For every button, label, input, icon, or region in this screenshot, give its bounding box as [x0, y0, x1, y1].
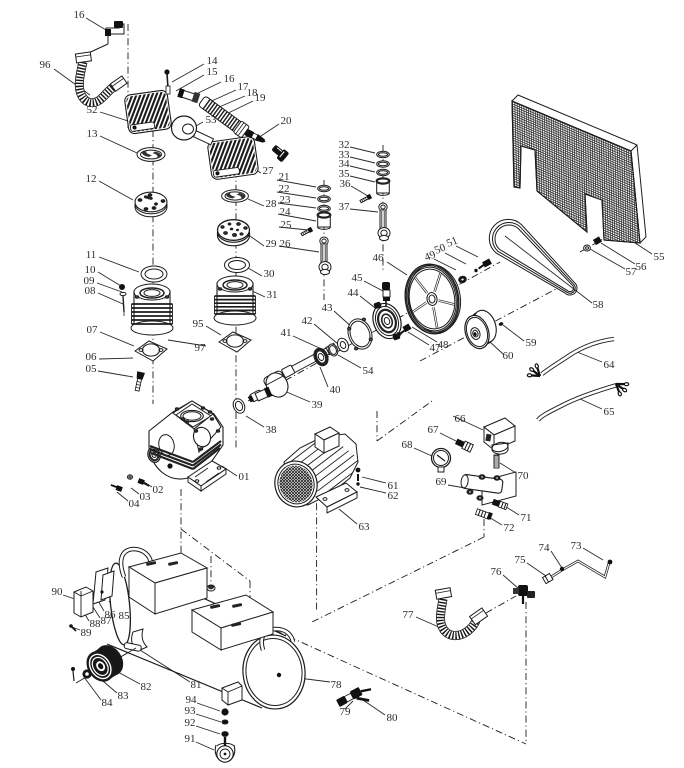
- svg-text:86: 86: [105, 609, 117, 621]
- svg-text:29: 29: [266, 238, 278, 250]
- svg-text:73: 73: [571, 540, 583, 552]
- svg-text:70: 70: [518, 470, 530, 482]
- svg-text:26: 26: [280, 238, 292, 250]
- svg-text:25: 25: [281, 219, 293, 231]
- svg-text:90: 90: [52, 586, 64, 598]
- svg-text:38: 38: [266, 424, 278, 436]
- svg-text:81: 81: [191, 679, 202, 691]
- svg-text:96: 96: [40, 59, 52, 71]
- svg-text:78: 78: [331, 679, 343, 691]
- svg-text:93: 93: [185, 705, 197, 717]
- svg-text:87: 87: [101, 615, 113, 627]
- svg-text:46: 46: [373, 252, 385, 264]
- svg-text:61: 61: [388, 480, 399, 492]
- svg-text:80: 80: [387, 712, 399, 724]
- svg-text:47: 47: [430, 342, 442, 354]
- svg-text:62: 62: [388, 490, 399, 502]
- svg-text:83: 83: [118, 690, 130, 702]
- svg-text:35: 35: [339, 168, 351, 180]
- svg-text:05: 05: [86, 363, 98, 375]
- svg-text:51: 51: [445, 235, 460, 250]
- svg-text:82: 82: [141, 681, 152, 693]
- svg-text:68: 68: [402, 439, 414, 451]
- svg-text:28: 28: [266, 198, 278, 210]
- svg-text:40: 40: [330, 384, 342, 396]
- svg-text:48: 48: [438, 339, 450, 351]
- svg-text:30: 30: [264, 268, 276, 280]
- svg-text:89: 89: [81, 627, 93, 639]
- svg-text:02: 02: [153, 484, 164, 496]
- svg-text:77: 77: [403, 609, 415, 621]
- svg-text:75: 75: [515, 554, 527, 566]
- svg-text:13: 13: [87, 128, 99, 140]
- svg-text:74: 74: [539, 542, 551, 554]
- svg-text:33: 33: [339, 149, 351, 161]
- svg-text:95: 95: [193, 318, 205, 330]
- svg-text:88: 88: [90, 618, 102, 630]
- svg-text:50: 50: [433, 241, 448, 256]
- svg-text:10: 10: [85, 264, 97, 276]
- svg-text:11: 11: [86, 249, 97, 261]
- svg-text:22: 22: [279, 183, 290, 195]
- svg-text:04: 04: [129, 498, 141, 510]
- svg-text:66: 66: [455, 413, 467, 425]
- svg-text:23: 23: [280, 194, 292, 206]
- svg-text:03: 03: [140, 491, 152, 503]
- svg-text:15: 15: [207, 66, 219, 78]
- svg-text:41: 41: [281, 327, 292, 339]
- svg-text:07: 07: [87, 324, 99, 336]
- svg-text:09: 09: [84, 275, 96, 287]
- svg-text:64: 64: [604, 359, 616, 371]
- svg-text:24: 24: [280, 206, 292, 218]
- svg-text:76: 76: [491, 566, 503, 578]
- svg-text:36: 36: [340, 178, 352, 190]
- svg-text:34: 34: [339, 158, 351, 170]
- svg-text:55: 55: [654, 251, 666, 263]
- svg-text:85: 85: [119, 610, 131, 622]
- svg-text:94: 94: [186, 694, 198, 706]
- svg-text:17: 17: [238, 81, 250, 93]
- svg-text:27: 27: [263, 165, 275, 177]
- svg-text:01: 01: [239, 471, 250, 483]
- svg-text:32: 32: [339, 139, 350, 151]
- svg-text:18: 18: [247, 87, 259, 99]
- svg-text:08: 08: [85, 285, 97, 297]
- svg-text:60: 60: [503, 350, 515, 362]
- svg-text:92: 92: [185, 717, 196, 729]
- svg-text:06: 06: [86, 351, 98, 363]
- svg-text:79: 79: [340, 706, 352, 718]
- svg-text:42: 42: [302, 315, 313, 327]
- svg-text:56: 56: [636, 261, 648, 273]
- svg-text:14: 14: [207, 55, 219, 67]
- svg-text:69: 69: [436, 476, 448, 488]
- svg-text:84: 84: [102, 697, 114, 709]
- svg-text:65: 65: [604, 406, 616, 418]
- svg-text:52: 52: [87, 104, 98, 116]
- svg-text:54: 54: [363, 365, 375, 377]
- svg-text:31: 31: [267, 289, 278, 301]
- svg-text:97: 97: [195, 342, 207, 354]
- svg-text:59: 59: [526, 337, 538, 349]
- svg-text:63: 63: [359, 521, 371, 533]
- svg-text:49: 49: [423, 248, 438, 263]
- svg-text:67: 67: [428, 424, 440, 436]
- svg-text:16: 16: [74, 9, 86, 21]
- svg-text:71: 71: [521, 512, 532, 524]
- svg-text:91: 91: [185, 733, 196, 745]
- svg-text:43: 43: [322, 302, 334, 314]
- svg-text:21: 21: [279, 171, 290, 183]
- svg-text:16: 16: [224, 73, 236, 85]
- svg-text:53: 53: [206, 114, 218, 126]
- svg-text:20: 20: [281, 115, 293, 127]
- svg-text:72: 72: [504, 522, 515, 534]
- svg-text:57: 57: [626, 266, 638, 278]
- svg-text:45: 45: [352, 272, 364, 284]
- svg-text:39: 39: [312, 399, 324, 411]
- svg-text:58: 58: [593, 299, 605, 311]
- svg-text:12: 12: [86, 173, 97, 185]
- svg-text:37: 37: [339, 201, 351, 213]
- svg-text:19: 19: [255, 92, 267, 104]
- svg-text:44: 44: [348, 287, 360, 299]
